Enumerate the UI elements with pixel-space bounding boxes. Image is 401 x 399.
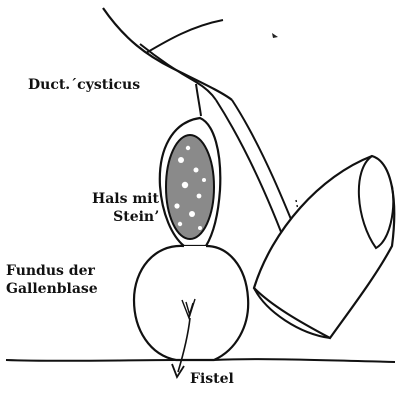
label-fundus-der-gallenblase: Fundus der Gallenblase xyxy=(6,262,98,298)
label-hals-mit-stein: Hals mit Steinʼ xyxy=(92,190,159,226)
gallbladder-fundus-outline xyxy=(134,246,248,360)
label-ductus-cysticus: Duct.´cysticus xyxy=(28,76,140,94)
gallstone xyxy=(166,135,214,239)
label-hals-line2: Steinʼ xyxy=(92,208,159,226)
duct-upper-branch xyxy=(146,20,223,53)
duct-inner-wall xyxy=(140,44,216,100)
cystic-duct-left xyxy=(196,84,201,116)
label-fundus-line2: Gallenblase xyxy=(6,280,98,298)
label-fundus-line1: Fundus der xyxy=(6,262,98,280)
label-fistel: Fistel xyxy=(190,370,234,388)
ink-speck xyxy=(272,33,278,38)
label-hals-line1: Hals mit xyxy=(92,190,159,208)
